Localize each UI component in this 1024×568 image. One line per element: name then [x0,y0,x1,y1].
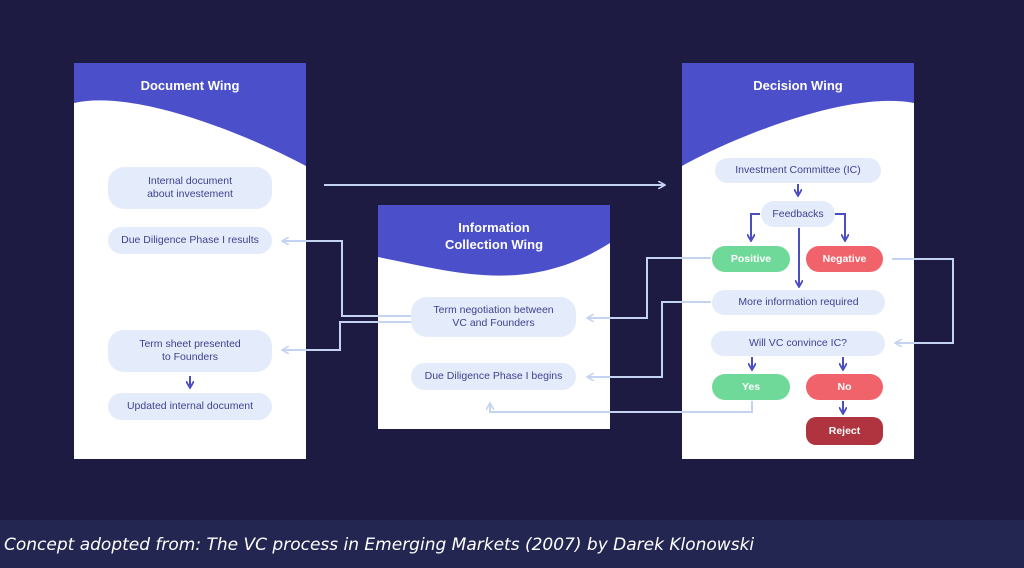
caption-text: Concept adopted from: The VC process in … [4,535,755,555]
node-positive: Positive [712,246,790,272]
node-convince-ic: Will VC convince IC? [711,331,885,356]
node-feedbacks: Feedbacks [761,201,835,227]
diagram-canvas: Document Wing Information Collection Win… [74,63,954,459]
document-wing-header [74,63,306,173]
node-term-negotiation: Term negotiation between VC and Founders [411,297,576,337]
node-term-sheet: Term sheet presented to Founders [108,330,272,372]
decision-wing-title: Decision Wing [753,78,843,93]
node-more-info: More information required [712,290,885,315]
node-due-diligence-begins: Due Diligence Phase I begins [411,363,576,390]
node-due-diligence-results: Due Diligence Phase I results [108,227,272,254]
info-wing-header [378,205,610,285]
node-internal-document: Internal document about investement [108,167,272,209]
info-wing-title: Information Collection Wing [444,220,544,252]
document-wing-title: Document Wing [140,78,240,93]
decision-wing-header [682,63,914,173]
node-updated-document: Updated internal document [108,393,272,420]
node-no: No [806,374,883,400]
caption-bar [0,520,1024,568]
node-reject: Reject [806,417,883,445]
node-yes: Yes [712,374,790,400]
node-negative: Negative [806,246,883,272]
node-investment-committee: Investment Committee (IC) [715,158,881,183]
